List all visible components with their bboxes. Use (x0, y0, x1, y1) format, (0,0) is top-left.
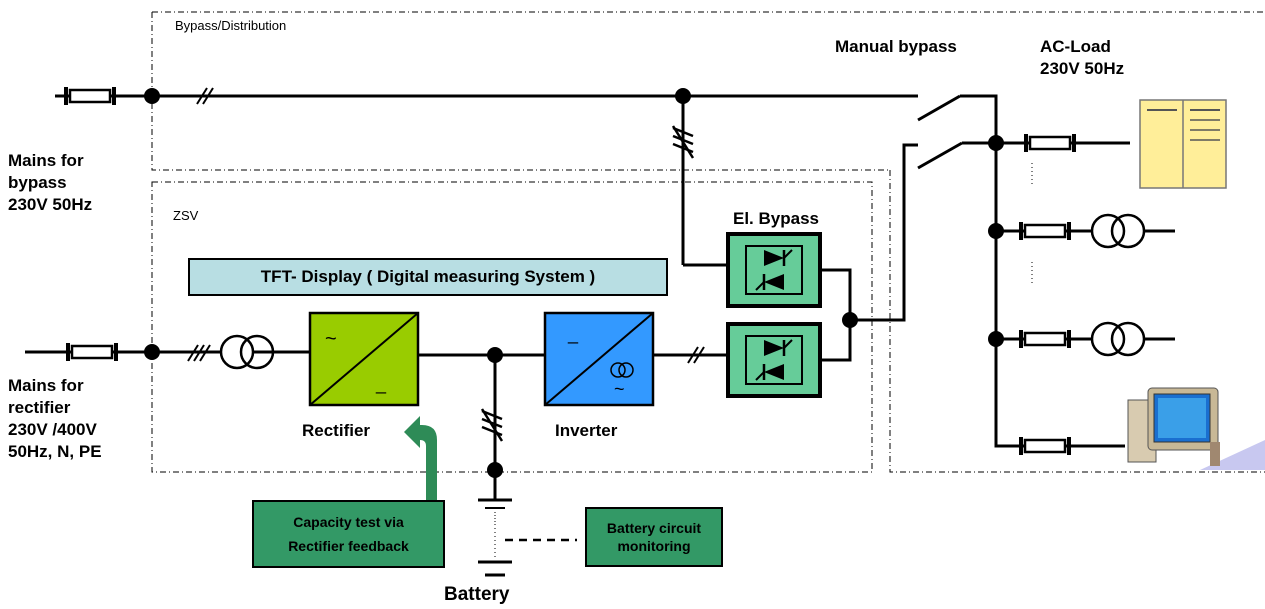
bypass-region-label: Bypass/Distribution (175, 18, 287, 33)
fuse-icon (1015, 435, 1075, 457)
capacity-test-line: Rectifier feedback (288, 538, 409, 554)
mains-rectifier-line: Mains for (8, 376, 84, 395)
battery-symbol (478, 524, 577, 577)
rectifier-label: Rectifier (302, 421, 371, 440)
manual-bypass-label: Manual bypass (835, 37, 957, 56)
fuse-icon (1020, 132, 1080, 154)
fuse-icon (1015, 328, 1075, 350)
ac-load-line: AC-Load (1040, 37, 1111, 56)
inverter-output-line (653, 346, 728, 364)
mains-rectifier-line: 230V /400V (8, 420, 97, 439)
svg-text:~: ~ (325, 328, 337, 350)
svg-text:_: _ (567, 324, 579, 345)
server-cabinet-icon (1139, 99, 1227, 189)
mains-bypass-line: Mains for (8, 151, 84, 170)
feedback-arrow (404, 416, 437, 500)
zsv-region (151, 181, 873, 473)
rectifier-block: ~ _ (308, 311, 420, 407)
inverter-label: Inverter (555, 421, 618, 440)
bypass-distribution-region (151, 11, 1265, 473)
thyristor-icon (726, 232, 822, 308)
battery-monitoring-line: monitoring (617, 538, 691, 554)
mains-rectifier-line: 50Hz, N, PE (8, 442, 102, 461)
fuse-icon (62, 341, 122, 363)
mains-bypass-line: bypass (8, 173, 67, 192)
bypass-mains-line (55, 85, 918, 267)
fuse-icon (60, 85, 120, 107)
svg-text:~: ~ (614, 379, 625, 399)
mains-rectifier-line: rectifier (8, 398, 71, 417)
zsv-region-label: ZSV (173, 208, 199, 223)
transformer-icon (1090, 213, 1146, 249)
capacity-test-line: Capacity test via (293, 514, 404, 530)
dc-link (418, 347, 545, 524)
inverter-block: _ ~ (543, 311, 655, 407)
mains-rectifier-label: Mains for rectifier 230V /400V 50Hz, N, … (8, 375, 102, 463)
thyristor-icon (726, 322, 822, 398)
battery-monitoring-box: Battery circuit monitoring (585, 507, 723, 567)
fuse-icon (1015, 220, 1075, 242)
capacity-test-box: Capacity test via Rectifier feedback (252, 500, 445, 568)
ac-load-label: AC-Load 230V 50Hz (1040, 36, 1124, 80)
tft-display-box: TFT- Display ( Digital measuring System … (188, 258, 668, 296)
mains-bypass-label: Mains for bypass 230V 50Hz (8, 150, 92, 216)
ground-icon (478, 498, 512, 524)
distribution-busbar (988, 132, 1175, 457)
battery-monitoring-line: Battery circuit (606, 520, 702, 536)
computer-icon (1127, 387, 1265, 470)
static-switch-output (820, 143, 918, 362)
ac-load-line: 230V 50Hz (1040, 59, 1125, 78)
el-bypass-label: El. Bypass (733, 209, 819, 228)
battery-label: Battery (444, 584, 510, 605)
svg-text:_: _ (375, 374, 387, 395)
mains-bypass-line: 230V 50Hz (8, 195, 93, 214)
rectifier-mains-line (25, 334, 310, 370)
switch-icon (917, 94, 998, 170)
transformer-icon (1090, 321, 1146, 357)
